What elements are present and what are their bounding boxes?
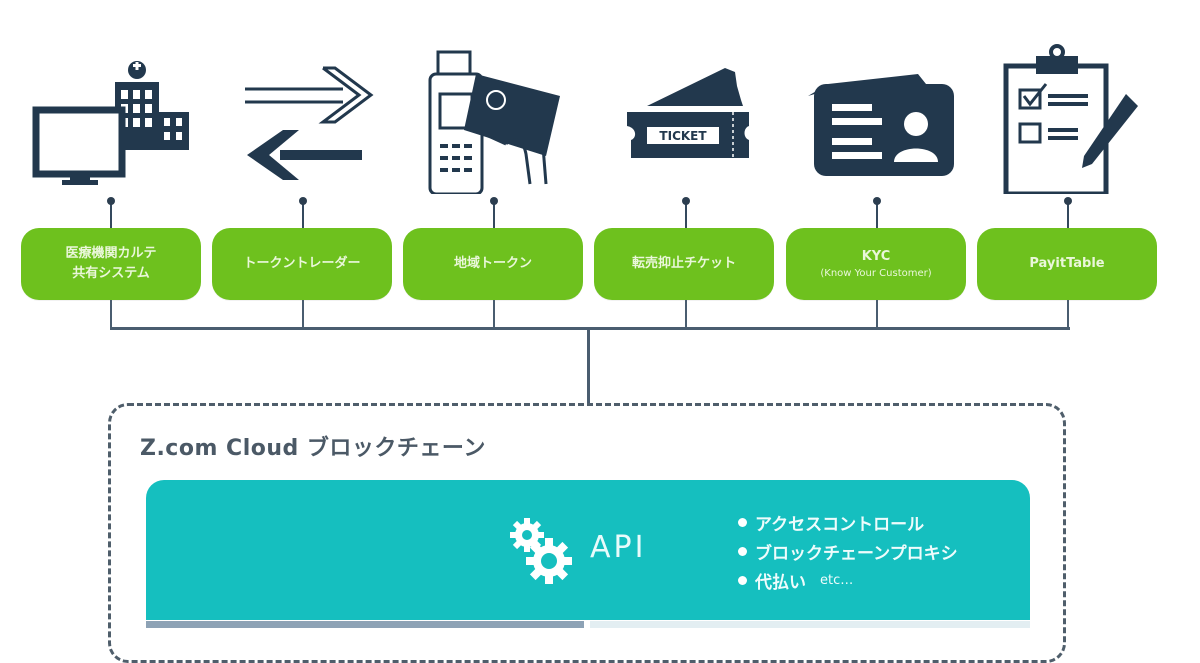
service-node-kyc[interactable]: KYC (Know Your Customer) xyxy=(786,228,966,300)
connector-pin xyxy=(873,197,881,228)
service-label: 地域トークン xyxy=(453,256,532,271)
connector-drop xyxy=(1067,300,1069,328)
cloud-title: Z.com Cloud ブロックチェーン xyxy=(140,436,486,461)
connector-drop xyxy=(493,300,495,328)
api-feature-etc: etc… xyxy=(820,573,854,588)
service-node-medical-records[interactable]: 医療機関カルテ 共有システム xyxy=(21,228,201,300)
connector-pin xyxy=(299,197,307,228)
service-label: 転売抑止チケット xyxy=(631,256,736,271)
connector-drop xyxy=(685,300,687,328)
payment-terminal-card-icon xyxy=(414,34,574,196)
id-card-icon xyxy=(798,34,958,194)
ticket-text: TICKET xyxy=(659,129,707,143)
service-label: KYC xyxy=(861,249,891,264)
connector-pin xyxy=(1064,197,1072,228)
api-feature-list: アクセスコントロール ブロックチェーンプロキシ 代払い etc… xyxy=(738,508,958,595)
connector-drop xyxy=(302,300,304,328)
exchange-arrows-icon xyxy=(225,34,385,194)
service-node-resale-prevention-ticket[interactable]: 転売抑止チケット xyxy=(594,228,774,300)
connector-drop xyxy=(876,300,878,328)
api-feature-item: 代払い etc… xyxy=(738,566,958,595)
connector-pin xyxy=(490,197,498,228)
api-feature-item: ブロックチェーンプロキシ xyxy=(738,537,958,566)
service-node-token-trader[interactable]: トークントレーダー xyxy=(212,228,392,300)
service-label: 医療機関カルテ xyxy=(65,246,157,261)
api-label: API xyxy=(590,530,647,565)
lower-layer-left xyxy=(146,621,584,628)
service-node-local-token[interactable]: 地域トークン xyxy=(403,228,583,300)
api-feature-text: 代払い xyxy=(755,573,806,593)
service-label: トークントレーダー xyxy=(243,256,361,271)
service-label-line2: 共有システム xyxy=(72,266,150,281)
api-feature-text: ブロックチェーンプロキシ xyxy=(755,544,958,564)
api-feature-text: アクセスコントロール xyxy=(755,515,925,535)
connector-bus xyxy=(110,327,1070,330)
service-label: PayitTable xyxy=(1029,256,1105,271)
service-label-sub: (Know Your Customer) xyxy=(820,268,932,279)
connector-pin xyxy=(107,197,115,228)
connector-trunk xyxy=(587,328,590,404)
ticket-icon: TICKET xyxy=(607,34,767,194)
service-node-payittable[interactable]: PayitTable xyxy=(977,228,1157,300)
api-feature-item: アクセスコントロール xyxy=(738,508,958,537)
clipboard-checklist-icon xyxy=(990,34,1150,197)
lower-layer-right xyxy=(590,621,1030,628)
connector-drop xyxy=(110,300,112,328)
connector-pin xyxy=(682,197,690,228)
gears-icon xyxy=(505,515,577,587)
hospital-computer-icon xyxy=(30,34,190,194)
